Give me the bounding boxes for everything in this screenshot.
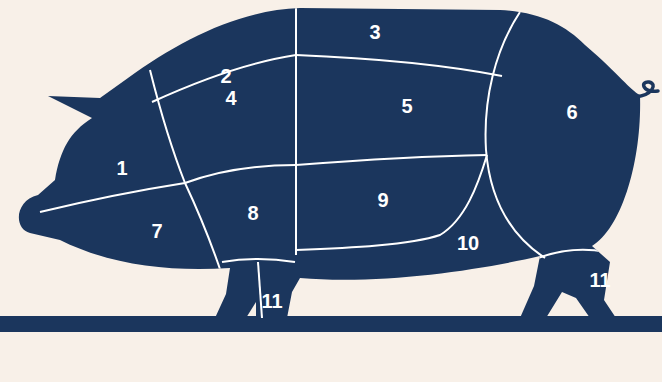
callout-number: 10 [457, 233, 479, 253]
cut-line [258, 262, 262, 318]
cut-line [296, 155, 487, 165]
callout-number: 11 [261, 291, 282, 311]
cut-line [486, 12, 545, 258]
cut-line [152, 55, 296, 102]
cut-line [185, 183, 222, 275]
cut-line [222, 259, 295, 262]
callout-number: 2 [220, 66, 231, 86]
cut-line [150, 70, 185, 183]
cut-line [40, 183, 185, 212]
callout-number: 3 [369, 22, 380, 42]
pig-body [19, 8, 640, 318]
callout-number: 9 [377, 190, 388, 210]
cut-line [185, 165, 296, 183]
callout-number: 11 [589, 270, 610, 290]
callout-number: 5 [401, 96, 412, 116]
cut-line [295, 0, 297, 255]
cut-lines [40, 0, 606, 318]
ground-bar [0, 316, 662, 332]
callout-number: 4 [225, 88, 236, 108]
cut-line [538, 250, 606, 258]
callout-number: 8 [247, 203, 258, 223]
callout-number: 6 [566, 102, 577, 122]
cut-line [296, 55, 502, 76]
callout-number: 7 [151, 221, 162, 241]
callout-number: 1 [116, 158, 127, 178]
